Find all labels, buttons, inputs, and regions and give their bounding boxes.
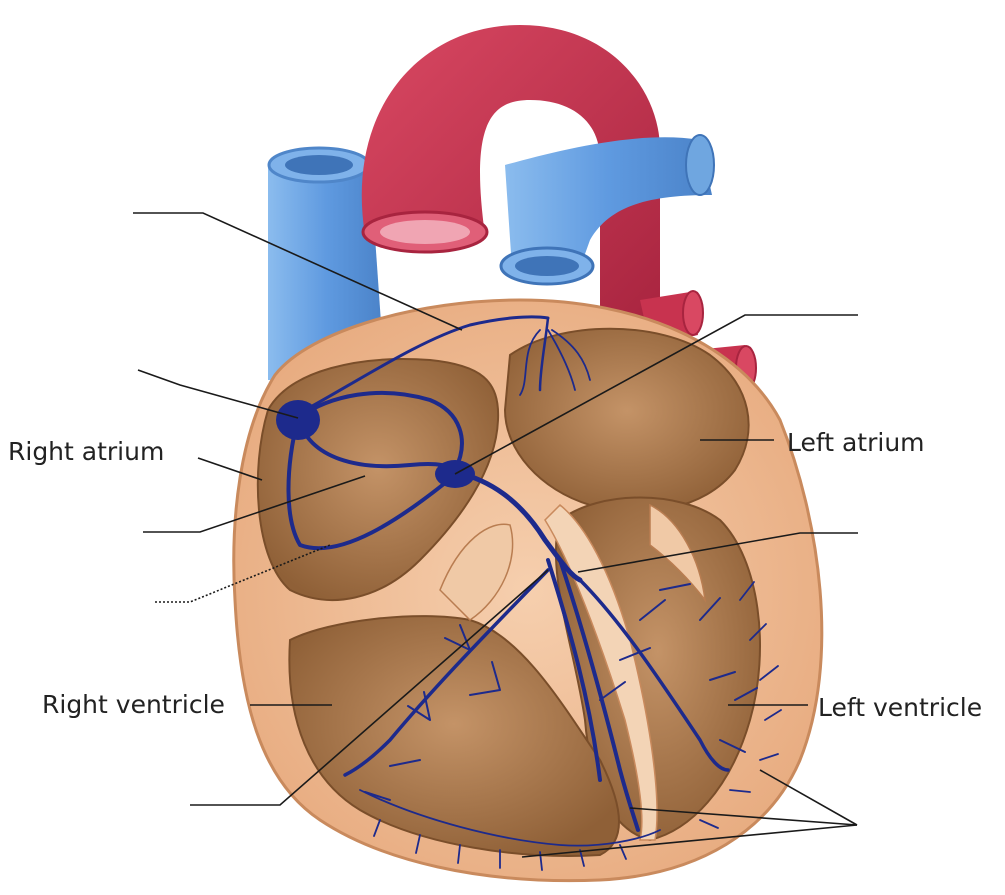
label-right-atrium: Right atrium xyxy=(8,437,164,466)
label-left-ventricle: Left ventricle xyxy=(818,693,982,722)
label-left-atrium: Left atrium xyxy=(787,428,925,457)
sa-node xyxy=(276,400,320,440)
label-right-ventricle: Right ventricle xyxy=(42,690,225,719)
